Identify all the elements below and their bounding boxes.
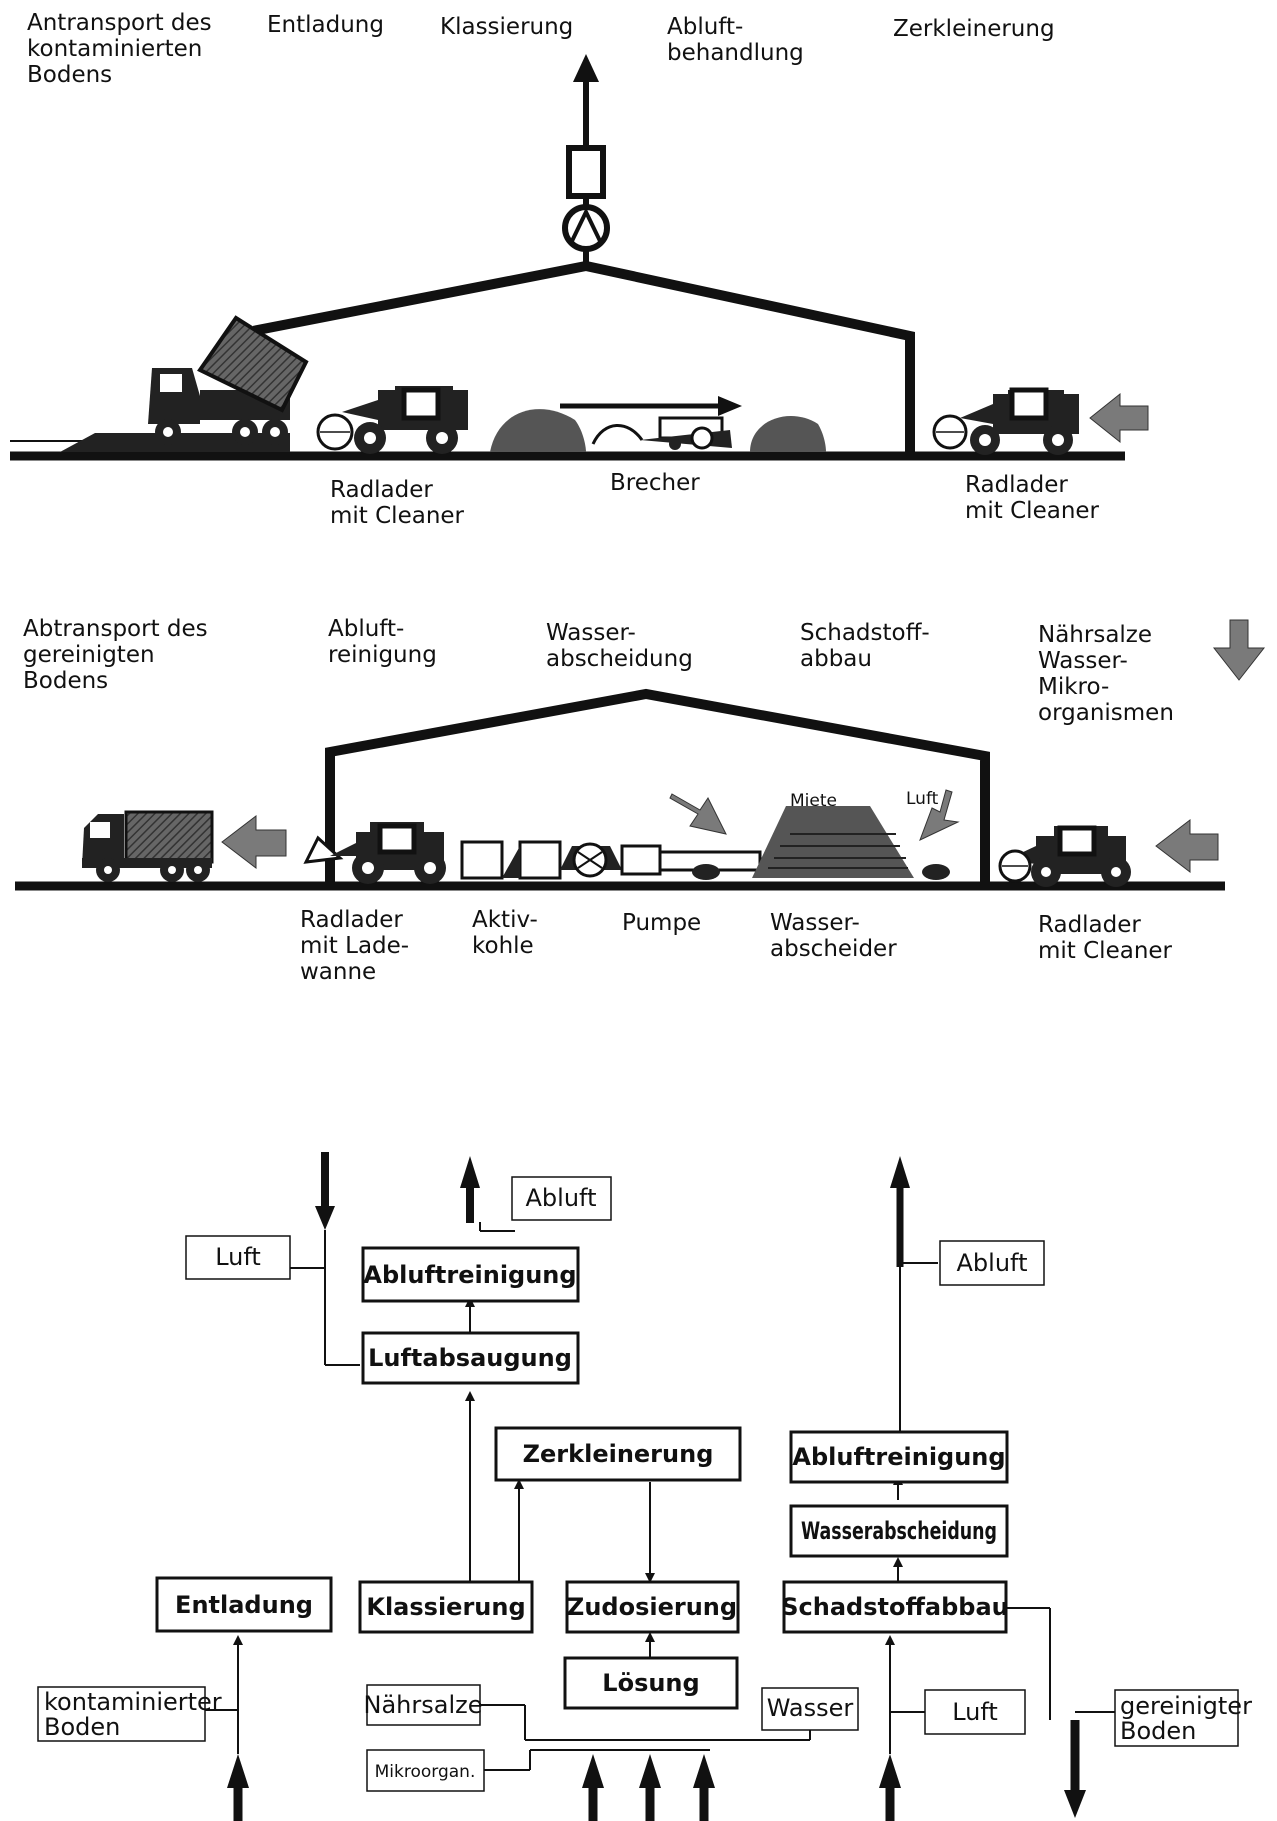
process-zudosierung: Zudosierung bbox=[565, 1580, 740, 1634]
box-label: kontaminierter Boden bbox=[44, 1688, 229, 1741]
box-label: Abluftreinigung bbox=[792, 1443, 1005, 1471]
box-label: Abluft bbox=[526, 1184, 597, 1212]
box-label: Zerkleinerung bbox=[523, 1440, 714, 1468]
hall-middle bbox=[325, 688, 990, 882]
box-label: Klassierung bbox=[366, 1593, 525, 1621]
label-schadstoffabbau-scene: Schadstoff- abbau bbox=[800, 620, 937, 672]
soil-input-arrow bbox=[227, 1754, 249, 1788]
process-abluftreinigung-right: Abluftreinigung bbox=[789, 1430, 1009, 1484]
label-radlader-right: Radlader mit Cleaner bbox=[965, 472, 1100, 524]
box-label: Nährsalze bbox=[364, 1691, 483, 1719]
crushed-pile bbox=[750, 416, 826, 452]
transport-truck-icon bbox=[82, 810, 214, 882]
process-entladung: Entladung bbox=[155, 1576, 333, 1633]
exhaust-arrowhead bbox=[573, 54, 599, 82]
label-abtransport: Abtransport des gereinigten Bodens bbox=[23, 616, 215, 694]
io-naehrsalze: Nährsalze bbox=[364, 1684, 483, 1726]
label-radlader-left: Radlader mit Cleaner bbox=[330, 477, 465, 529]
nutrient-input-arrow bbox=[1212, 619, 1266, 681]
activated-carbon-icon bbox=[460, 840, 562, 880]
air-arrow-left bbox=[669, 793, 727, 835]
input-arrow-mikroorgan bbox=[639, 1754, 661, 1788]
label-wasserabscheider: Wasser- abscheider bbox=[770, 910, 897, 962]
input-arrow-wasser bbox=[693, 1754, 715, 1788]
process-schadstoffabbau: Schadstoffabbau bbox=[781, 1580, 1009, 1634]
label-wasserabscheidung-scene: Wasser- abscheidung bbox=[546, 620, 693, 672]
io-gereinigter-boden: gereinigter Boden bbox=[1114, 1689, 1260, 1747]
process-zerkleinerung: Zerkleinerung bbox=[494, 1426, 742, 1482]
middle-scene: Abtransport des gereinigten Bodens Abluf… bbox=[15, 616, 1266, 985]
label-radlader-ladewanne: Radlader mit Lade- wanne bbox=[300, 907, 416, 985]
box-label: Wasser bbox=[767, 1694, 854, 1722]
io-wasser: Wasser bbox=[761, 1687, 859, 1731]
box-label: Abluft bbox=[957, 1249, 1028, 1277]
air-input-arrow bbox=[315, 1206, 335, 1230]
box-label: gereinigter Boden bbox=[1120, 1692, 1260, 1745]
process-abluftreinigung-left: Abluftreinigung bbox=[361, 1246, 580, 1303]
label-klassierung: Klassierung bbox=[440, 14, 573, 40]
filter-icon bbox=[566, 145, 606, 199]
process-wasserabscheidung: Wasserabscheidung bbox=[789, 1504, 1009, 1558]
wheel-loader-cleaner-right-icon bbox=[932, 387, 1079, 455]
box-label: Luftabsaugung bbox=[368, 1344, 572, 1372]
box-label: Wasserabscheidung bbox=[801, 1517, 997, 1545]
process-luftabsaugung: Luftabsaugung bbox=[361, 1331, 580, 1385]
label-luft-scene: Luft bbox=[906, 789, 939, 809]
label-brecher: Brecher bbox=[610, 470, 700, 496]
io-abluft-right: Abluft bbox=[939, 1240, 1045, 1286]
label-radlader-cleaner-middle: Radlader mit Cleaner bbox=[1038, 912, 1173, 964]
label-abluftbehandlung: Abluft- behandlung bbox=[667, 14, 804, 66]
box-label: Entladung bbox=[175, 1591, 313, 1619]
exhaust-output-arrow-right bbox=[890, 1156, 910, 1188]
exhaust-output-arrow-left bbox=[460, 1156, 480, 1188]
input-arrow-top bbox=[1089, 392, 1149, 444]
pump-icon bbox=[560, 842, 662, 878]
process-klassierung: Klassierung bbox=[358, 1580, 534, 1634]
label-antransport: Antransport des kontaminierten Bodens bbox=[27, 10, 219, 88]
wheel-loader-cleaner-left-icon bbox=[316, 386, 468, 454]
io-abluft-left: Abluft bbox=[511, 1176, 612, 1221]
crusher-icon bbox=[591, 416, 732, 450]
box-label: Luft bbox=[952, 1698, 998, 1726]
box-label: Schadstoffabbau bbox=[781, 1593, 1009, 1621]
top-scene: Antransport des kontaminierten Bodens En… bbox=[10, 10, 1149, 529]
soil-output-arrow bbox=[1064, 1790, 1086, 1818]
box-label: Zudosierung bbox=[567, 1593, 737, 1621]
label-zerkleinerung: Zerkleinerung bbox=[893, 16, 1055, 42]
label-abluftreinigung-scene: Abluft- reinigung bbox=[328, 616, 437, 668]
input-arrow-middle bbox=[1155, 818, 1219, 874]
wheel-loader-cleaner-middle-icon bbox=[998, 825, 1131, 887]
wheel-loader-bucket-icon bbox=[303, 822, 446, 884]
miete-pile bbox=[752, 806, 914, 878]
soil-pile-top bbox=[490, 409, 586, 452]
label-aktivkohle: Aktiv- kohle bbox=[472, 907, 545, 959]
dump-truck-icon bbox=[148, 315, 309, 445]
air-arrow-right bbox=[919, 789, 960, 841]
label-pumpe: Pumpe bbox=[622, 910, 701, 936]
label-entladung: Entladung bbox=[267, 12, 384, 38]
box-label: Luft bbox=[215, 1243, 261, 1271]
label-miete: Miete bbox=[790, 791, 837, 811]
output-arrow-middle bbox=[221, 814, 287, 870]
io-mikroorgan: Mikroorgan. bbox=[366, 1749, 485, 1792]
input-arrow-luft bbox=[879, 1754, 901, 1788]
label-naehrsalze-scene: Nährsalze Wasser- Mikro- organismen bbox=[1038, 622, 1174, 726]
box-label: Lösung bbox=[602, 1669, 699, 1697]
io-kontaminierter-boden: kontaminierter Boden bbox=[37, 1686, 229, 1742]
io-luft-right: Luft bbox=[924, 1689, 1026, 1735]
flowchart: Abluftreinigung Luftabsaugung Zerkleiner… bbox=[37, 1152, 1260, 1821]
water-separator-icon bbox=[692, 864, 720, 880]
box-label: Abluftreinigung bbox=[363, 1261, 576, 1289]
process-loesung: Lösung bbox=[563, 1656, 739, 1710]
box-label: Mikroorgan. bbox=[375, 1762, 476, 1782]
input-arrow-naehrsalze bbox=[582, 1754, 604, 1788]
io-luft-left: Luft bbox=[185, 1235, 291, 1280]
